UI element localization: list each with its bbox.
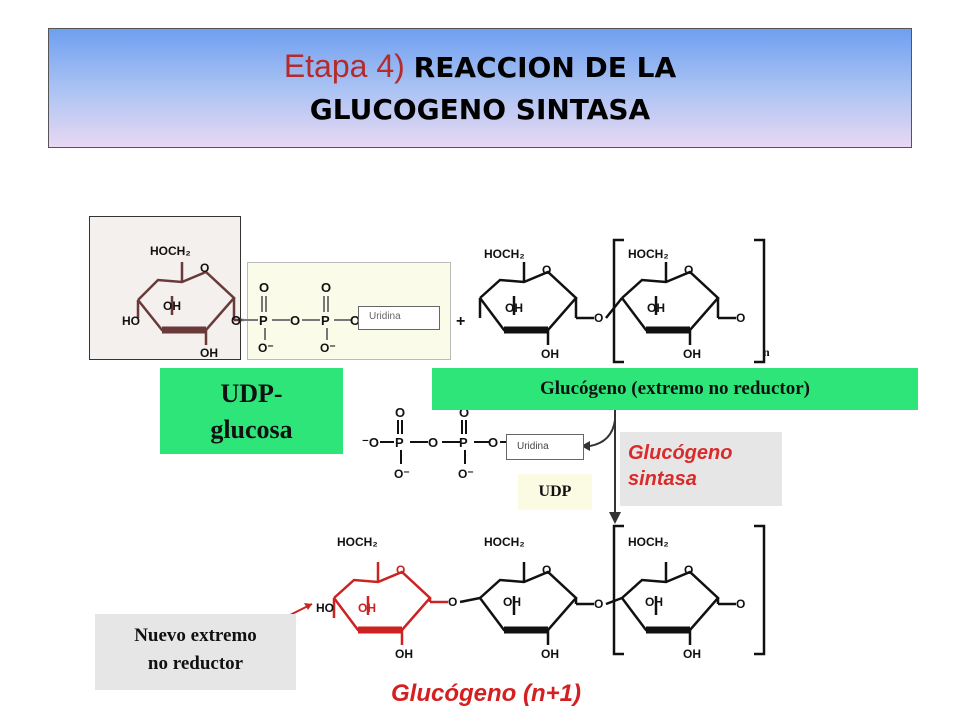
arrow-head-left: [581, 441, 590, 451]
o-bridge-top: O: [290, 313, 300, 328]
o-minus-mid-2: O⁻: [458, 467, 474, 481]
hoch2-label-p3: HOCH₂: [628, 535, 669, 549]
o-dbl-mid-1: O: [395, 405, 405, 420]
o-bridge-mid: O: [428, 435, 438, 450]
o-ring-label-p2: O: [542, 563, 551, 577]
product-new-ring: [332, 562, 448, 645]
enzyme-label-box: Glucógeno sintasa: [620, 432, 782, 506]
nuevo-extremo-arrowhead: [304, 603, 312, 610]
uridina-label-top: Uridina: [358, 306, 440, 330]
o-end-p3: O: [736, 597, 745, 611]
o-link-new: O: [448, 595, 457, 609]
oh-label-p3b: OH: [683, 647, 701, 661]
glucogeno-extremo-text: Glucógeno (extremo no reductor): [540, 378, 810, 399]
o-minus-1: O⁻: [258, 341, 274, 355]
hoch2-label-1: HOCH₂: [150, 244, 191, 258]
oh-label-new-a: OH: [358, 601, 376, 615]
o-end-mid: O: [488, 435, 498, 450]
udp-phosphates-mid: [380, 420, 508, 464]
o-dbl-1: O: [259, 280, 269, 295]
oh-label-new-b: OH: [395, 647, 413, 661]
oh-label-3a: OH: [647, 301, 665, 315]
arrow-head-down: [609, 512, 621, 524]
o-end-top: O: [350, 313, 360, 328]
title-line-1: Etapa 4) REACCION DE LA: [49, 47, 911, 87]
hoch2-label-p2: HOCH₂: [484, 535, 525, 549]
oh-label-p3a: OH: [645, 595, 663, 609]
o-ring-label-new: O: [396, 563, 405, 577]
glucose-image-box: [89, 216, 241, 360]
p2-mid: P: [459, 435, 468, 450]
ho-label-new: HO: [316, 601, 334, 615]
oh-label-2b: OH: [541, 347, 559, 361]
reaction-arrows: [589, 410, 616, 512]
repeat-n: n: [763, 345, 770, 359]
o-link-top: O: [231, 313, 241, 328]
oh-label-3b: OH: [683, 347, 701, 361]
nuevo-extremo-box: Nuevo extremo no reductor: [95, 614, 296, 690]
title-banner: Etapa 4) REACCION DE LA GLUCOGENO SINTAS…: [48, 28, 912, 148]
hoch2-label-new: HOCH₂: [337, 535, 378, 549]
glycogen-top-ring-1: [478, 262, 594, 345]
o-ring-label-2: O: [542, 263, 551, 277]
p1-top: P: [259, 313, 268, 328]
glucogeno-extremo-label: Glucógeno (extremo no reductor): [432, 368, 918, 410]
title-prefix: Etapa 4): [283, 48, 405, 84]
o-ring-label-3: O: [684, 263, 693, 277]
hoch2-label-3: HOCH₂: [628, 247, 669, 261]
o-ring-label-1: O: [200, 261, 209, 275]
udp-glucosa-label: UDP- glucosa: [160, 368, 343, 454]
p2-top: P: [321, 313, 330, 328]
ho-label-1: HO: [122, 314, 140, 328]
oh-label-1a: OH: [163, 299, 181, 313]
oh-label-2a: OH: [505, 301, 523, 315]
o-link-p2: O: [594, 597, 603, 611]
oh-label-p2b: OH: [541, 647, 559, 661]
o-ring-label-p3: O: [684, 563, 693, 577]
glycogen-top-ring-2: [605, 238, 766, 364]
oh-label-1b: OH: [200, 346, 218, 360]
product-ring-3: [605, 524, 766, 656]
hoch2-label-2: HOCH₂: [484, 247, 525, 261]
o-link-2: O: [594, 311, 603, 325]
o-end-3: O: [736, 311, 745, 325]
product-label: Glucógeno (n+1): [390, 680, 581, 707]
oh-label-p2a: OH: [503, 595, 521, 609]
udp-glucosa-text: UDP- glucosa: [210, 379, 293, 444]
o-dbl-2: O: [321, 280, 331, 295]
o-dbl-mid-2: O: [459, 405, 469, 420]
title-line-2: GLUCOGENO SINTASA: [309, 93, 651, 126]
p1-mid: P: [395, 435, 404, 450]
product-ring-2: [459, 562, 594, 645]
udp-phosphates-top: [242, 296, 352, 340]
o-minus-mid-left: ⁻O: [362, 435, 379, 450]
udp-label: UDP: [518, 474, 592, 510]
plus-sign: +: [456, 313, 465, 330]
uridina-label-mid: Uridina: [506, 434, 584, 460]
o-minus-2: O⁻: [320, 341, 336, 355]
o-minus-mid-1: O⁻: [394, 467, 410, 481]
title-main: REACCION DE LA: [413, 51, 677, 84]
enzyme-label-text: Glucógeno sintasa: [628, 442, 733, 490]
nuevo-extremo-text: Nuevo extremo no reductor: [134, 625, 257, 674]
udp-glucose-ring: [136, 262, 244, 345]
